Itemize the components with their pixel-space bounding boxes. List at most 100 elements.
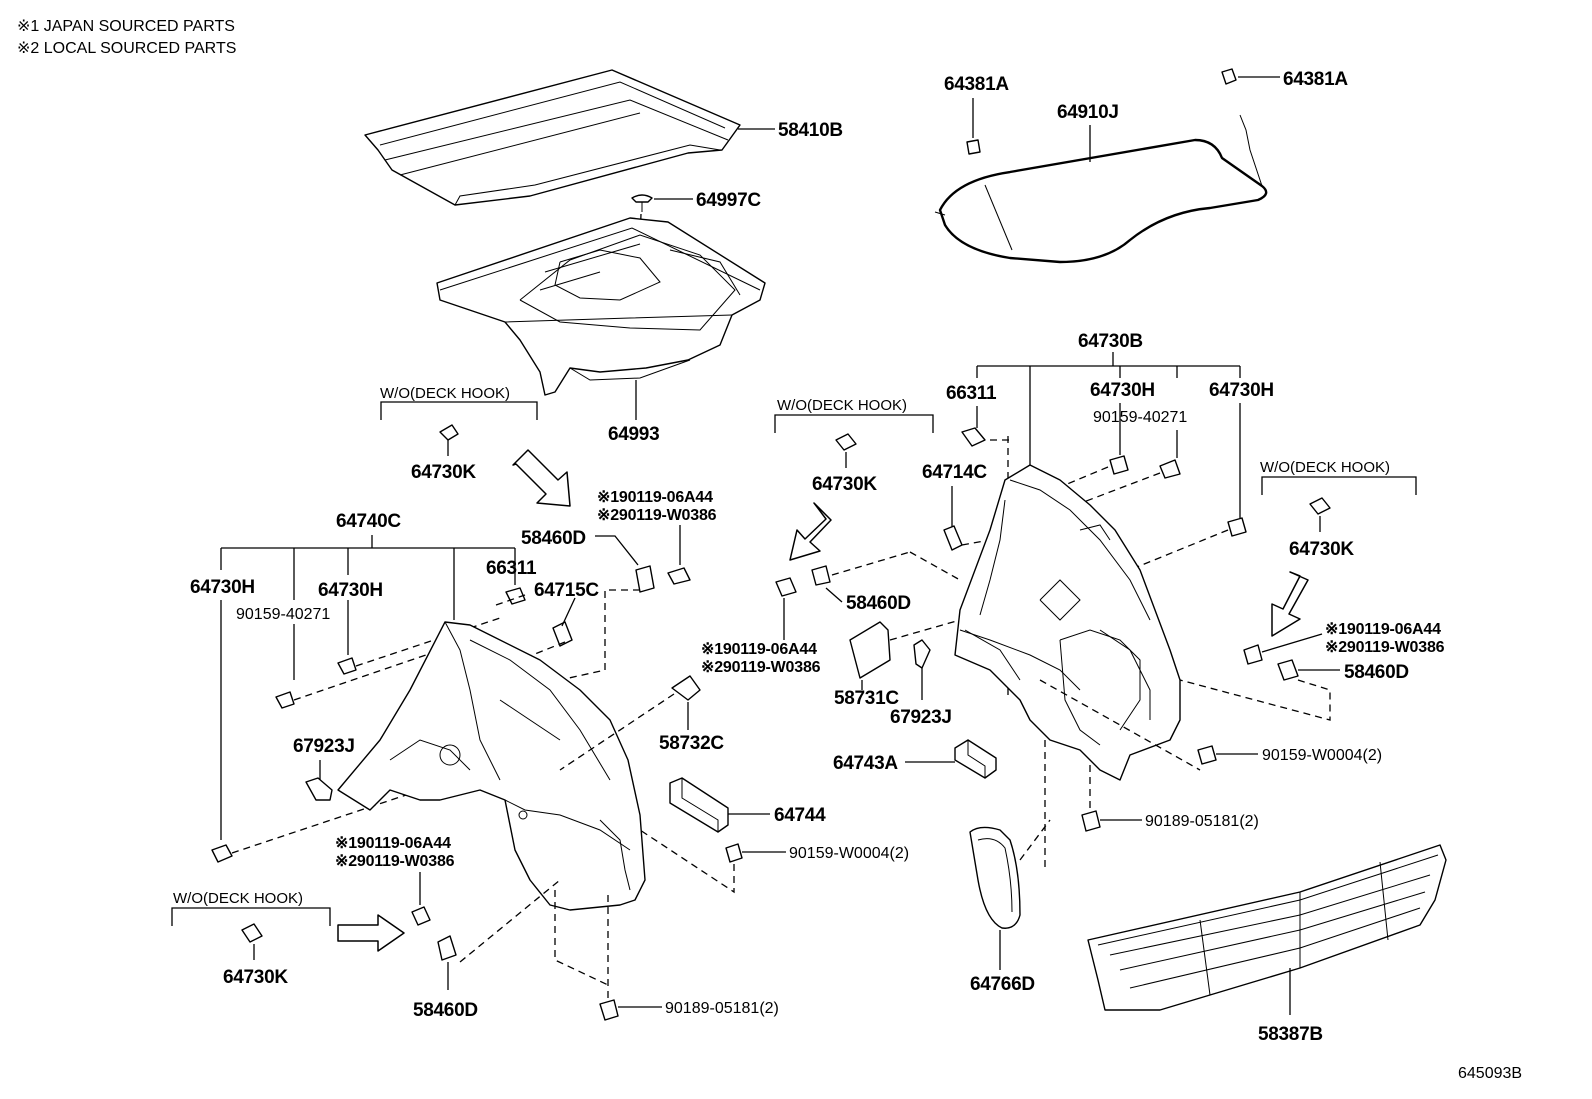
label-64997C: 64997C — [696, 190, 761, 211]
part-64993-drawing — [436, 217, 766, 396]
part-90159-40271-b-drawing — [1159, 459, 1181, 479]
label-90159-40271-b: 90159-40271 — [1093, 409, 1187, 426]
part-64715C-drawing — [552, 621, 573, 647]
label-90119-a2: ※290119-W0386 — [597, 507, 717, 524]
label-90119-a1: ※190119-06A44 — [597, 489, 713, 506]
part-58410B-drawing — [364, 69, 741, 206]
part-58732C-drawing — [671, 675, 701, 701]
label-64730H-d: 64730H — [1209, 380, 1274, 401]
label-58460D-d: 58460D — [1344, 662, 1409, 683]
part-58387B-drawing — [1087, 844, 1447, 1011]
condition-wo-deck-hook-2: W/O(DECK HOOK) — [173, 890, 303, 907]
part-64743A-drawing — [954, 739, 997, 779]
label-90189-05181-b: 90189-05181(2) — [1145, 813, 1259, 830]
part-64381A-left-drawing — [966, 139, 981, 155]
condition-bracket-4 — [1261, 476, 1417, 495]
label-64730H-c: 64730H — [1090, 380, 1155, 401]
part-64730K-a-drawing — [439, 424, 459, 441]
part-90119-a-drawing — [667, 567, 691, 585]
part-58460D-d-drawing — [1277, 659, 1299, 681]
part-66311-b-drawing — [961, 427, 986, 447]
part-67923J-a-drawing — [305, 777, 333, 801]
part-64730H-c-drawing — [1109, 455, 1129, 475]
figure-code: 645093B — [1458, 1065, 1522, 1082]
label-64910J: 64910J — [1057, 102, 1119, 123]
label-64730H-a: 64730H — [190, 577, 255, 598]
condition-bracket-1 — [380, 401, 538, 420]
part-64730K-b-drawing — [241, 923, 263, 943]
label-64740C: 64740C — [336, 511, 401, 532]
label-64714C: 64714C — [922, 462, 987, 483]
label-58460D-a: 58460D — [521, 528, 586, 549]
label-90119-b1: ※190119-06A44 — [335, 835, 451, 852]
label-64730H-b: 64730H — [318, 580, 383, 601]
part-64730K-d-drawing — [1309, 497, 1331, 515]
part-64997C-drawing — [631, 194, 653, 212]
condition-wo-deck-hook-1: W/O(DECK HOOK) — [380, 385, 510, 402]
part-90159-W0004-a-drawing — [725, 843, 743, 863]
label-90159-40271-a: 90159-40271 — [236, 606, 330, 623]
label-90119-c1: ※190119-06A44 — [701, 641, 817, 658]
part-90119-d-drawing — [1243, 644, 1263, 665]
label-64744: 64744 — [774, 805, 826, 826]
label-64743A: 64743A — [833, 753, 898, 774]
label-64730K-b: 64730K — [223, 967, 288, 988]
part-58460D-c-drawing — [811, 565, 831, 586]
condition-wo-deck-hook-3: W/O(DECK HOOK) — [777, 397, 907, 414]
part-64730H-b-drawing — [337, 657, 357, 675]
part-58731C-drawing — [849, 621, 891, 679]
direction-arrow-3 — [789, 502, 832, 561]
note-japan-sourced: ※1 JAPAN SOURCED PARTS — [17, 18, 235, 35]
part-58460D-a-drawing — [635, 565, 655, 593]
part-90159-W0004-b-drawing — [1197, 745, 1217, 765]
label-90159-W0004-a: 90159-W0004(2) — [789, 845, 909, 862]
label-66311-b: 66311 — [946, 383, 997, 404]
direction-arrow-4 — [1271, 571, 1309, 637]
label-64715C: 64715C — [534, 580, 599, 601]
condition-bracket-3 — [774, 414, 934, 433]
label-90119-d1: ※190119-06A44 — [1325, 621, 1441, 638]
part-90159-40271-a-drawing — [275, 691, 295, 709]
label-58410B: 58410B — [778, 120, 843, 141]
part-90119-c-drawing — [775, 577, 797, 597]
label-58731C: 58731C — [834, 688, 899, 709]
part-64744-drawing — [669, 777, 729, 833]
label-64730K-c: 64730K — [812, 474, 877, 495]
label-64730B: 64730B — [1078, 331, 1143, 352]
part-90119-b-drawing — [411, 906, 431, 926]
part-67923J-b-drawing — [913, 639, 931, 669]
direction-arrow-1 — [512, 449, 571, 507]
part-64730H-a-drawing — [211, 844, 233, 863]
label-64730K-d: 64730K — [1289, 539, 1354, 560]
part-64730B-drawing — [954, 464, 1181, 781]
label-90119-b2: ※290119-W0386 — [335, 853, 455, 870]
note-local-sourced: ※2 LOCAL SOURCED PARTS — [17, 40, 236, 57]
label-90119-c2: ※290119-W0386 — [701, 659, 821, 676]
part-64381A-right-drawing — [1221, 68, 1237, 85]
label-64766D: 64766D — [970, 974, 1035, 995]
label-64730K-a: 64730K — [411, 462, 476, 483]
part-64766D-drawing — [969, 826, 1021, 929]
part-90189-05181-a-drawing — [599, 999, 619, 1021]
part-64714C-drawing — [943, 525, 963, 551]
label-90189-05181-a: 90189-05181(2) — [665, 1000, 779, 1017]
direction-arrow-2 — [337, 914, 405, 952]
label-58387B: 58387B — [1258, 1024, 1323, 1045]
condition-bracket-2 — [171, 907, 331, 926]
label-67923J-a: 67923J — [293, 736, 355, 757]
label-58732C: 58732C — [659, 733, 724, 754]
part-64740C-drawing — [337, 621, 646, 911]
part-58460D-b-drawing — [437, 935, 457, 961]
part-64730H-d-drawing — [1227, 517, 1247, 537]
part-64910J-drawing — [934, 114, 1268, 264]
label-67923J-b: 67923J — [890, 707, 952, 728]
label-64381A-left: 64381A — [944, 74, 1009, 95]
label-90159-W0004-b: 90159-W0004(2) — [1262, 747, 1382, 764]
condition-wo-deck-hook-4: W/O(DECK HOOK) — [1260, 459, 1390, 476]
label-64993: 64993 — [608, 424, 659, 445]
label-58460D-b: 58460D — [413, 1000, 478, 1021]
label-58460D-c: 58460D — [846, 593, 911, 614]
part-90189-05181-b-drawing — [1081, 810, 1101, 832]
label-66311-a: 66311 — [486, 558, 537, 579]
